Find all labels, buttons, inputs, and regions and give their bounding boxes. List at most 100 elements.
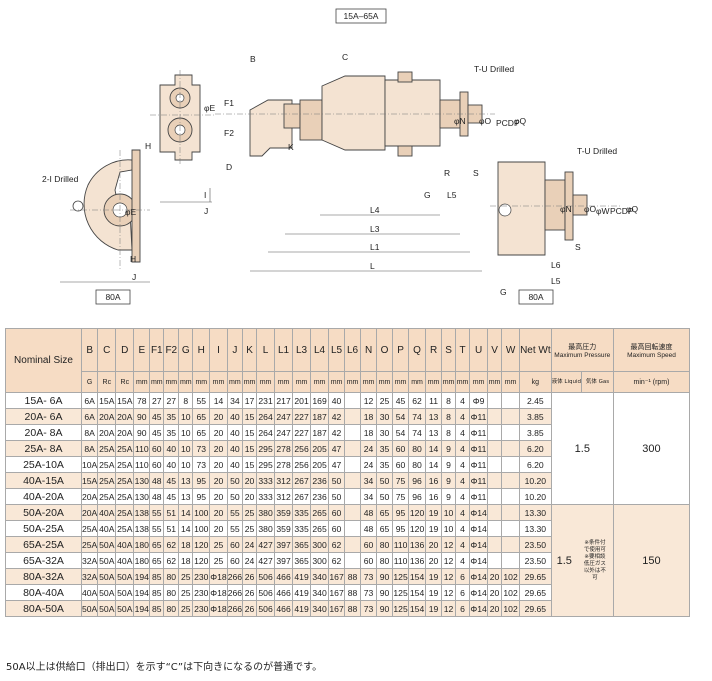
row-cell: 65: [376, 520, 394, 537]
header-pressure-ja: 最高圧力: [568, 342, 597, 351]
header-speed-en: Maximum Speed: [627, 351, 676, 359]
header-dim: J: [226, 328, 244, 372]
row-cell: 205: [310, 456, 330, 473]
row-nominal-size: 65A-25A: [5, 536, 82, 553]
header-dim: I: [209, 328, 228, 372]
row-cell: 25: [242, 520, 258, 537]
row-cell: [344, 408, 362, 425]
row-cell: [344, 504, 362, 521]
row-cell: 65: [149, 536, 165, 553]
row-cell: 85: [149, 600, 165, 617]
unit-cell: mm: [209, 371, 228, 393]
label-l1: L1: [370, 242, 380, 252]
row-cell: [501, 408, 521, 425]
row-cell: 6A: [80, 392, 99, 409]
row-cell: 48: [360, 520, 378, 537]
row-cell: 40A: [115, 536, 135, 553]
row-cell: 20: [487, 584, 503, 601]
header-dim: S: [441, 328, 457, 372]
row-cell: 62: [328, 536, 346, 553]
row-cell: 25: [178, 584, 194, 601]
flange-view-80a: [490, 161, 620, 256]
unit-liquid: 液体 Liquid: [550, 371, 582, 393]
row-cell: 6: [455, 568, 471, 585]
row-cell: 62: [163, 536, 180, 553]
unit-cell: mm: [501, 371, 521, 393]
row-cell: [501, 536, 521, 553]
row-cell: 30: [376, 424, 394, 441]
footnote: 50A以上は供給口（排出口）を示す“C”は下向きになるのが普通です。: [6, 662, 323, 673]
row-cell: 26: [242, 600, 258, 617]
row-cell: 427: [256, 552, 276, 569]
row-cell: 11: [425, 392, 443, 409]
row-net-wt: 29.65: [519, 584, 552, 601]
row-cell: 24: [360, 440, 378, 457]
row-cell: Φ14: [469, 568, 489, 585]
row-cell: 10A: [80, 456, 99, 473]
row-cell: [487, 504, 503, 521]
row-cell: [487, 424, 503, 441]
unit-gas: 気体 Gas: [580, 371, 614, 393]
row-nominal-size: 25A-10A: [5, 456, 82, 473]
header-dim: H: [192, 328, 211, 372]
row-cell: 12: [441, 568, 457, 585]
row-cell: 25A: [115, 440, 135, 457]
row-cell: 419: [292, 600, 312, 617]
header-dim: C: [97, 328, 117, 372]
header-dim: L: [256, 328, 276, 372]
row-cell: 278: [274, 440, 294, 457]
row-cell: [344, 552, 362, 569]
row-net-wt: 2.45: [519, 392, 552, 409]
row-cell: 90: [376, 568, 394, 585]
row-cell: [487, 520, 503, 537]
row-nominal-size: 25A- 8A: [5, 440, 82, 457]
row-cell: [501, 552, 521, 569]
title-label: 15A–65A: [344, 11, 379, 21]
label-o: φO: [479, 116, 492, 126]
row-cell: 60: [226, 536, 244, 553]
row-cell: 20A: [115, 408, 135, 425]
row-cell: 8A: [80, 424, 99, 441]
row-cell: 55: [226, 520, 244, 537]
header-dim: K: [242, 328, 258, 372]
row-cell: 18: [178, 536, 194, 553]
row-cell: 419: [292, 568, 312, 585]
row-cell: 47: [328, 440, 346, 457]
row-cell: 50: [376, 488, 394, 505]
row-cell: [487, 472, 503, 489]
header-dim: U: [469, 328, 489, 372]
row-cell: 264: [256, 424, 276, 441]
label-tu-drilled: T-U Drilled: [474, 64, 514, 74]
header-dim: F2: [163, 328, 180, 372]
label-j2: J: [132, 272, 136, 282]
speed-group-1: 300: [612, 392, 690, 505]
row-cell: 85: [149, 584, 165, 601]
row-cell: 10: [441, 504, 457, 521]
row-cell: 73: [192, 456, 211, 473]
header-nominal-size: Nominal Size: [5, 328, 82, 393]
row-cell: 25A: [97, 456, 117, 473]
row-cell: 19: [425, 568, 443, 585]
row-cell: 10: [441, 520, 457, 537]
row-cell: 247: [274, 408, 294, 425]
row-cell: 110: [392, 552, 410, 569]
row-cell: 80: [163, 584, 180, 601]
row-cell: 54: [392, 424, 410, 441]
label-s: S: [473, 168, 479, 178]
row-cell: 397: [274, 536, 294, 553]
row-cell: 120: [192, 552, 211, 569]
row-cell: 42: [328, 424, 346, 441]
label-l: L: [370, 261, 375, 271]
row-cell: Φ11: [469, 488, 489, 505]
row-cell: 45: [163, 472, 180, 489]
row-cell: Φ18: [209, 584, 228, 601]
row-net-wt: 3.85: [519, 424, 552, 441]
row-cell: 62: [328, 552, 346, 569]
row-cell: 50: [328, 472, 346, 489]
row-nominal-size: 80A-32A: [5, 568, 82, 585]
row-net-wt: 23.50: [519, 552, 552, 569]
header-dim: E: [133, 328, 151, 372]
